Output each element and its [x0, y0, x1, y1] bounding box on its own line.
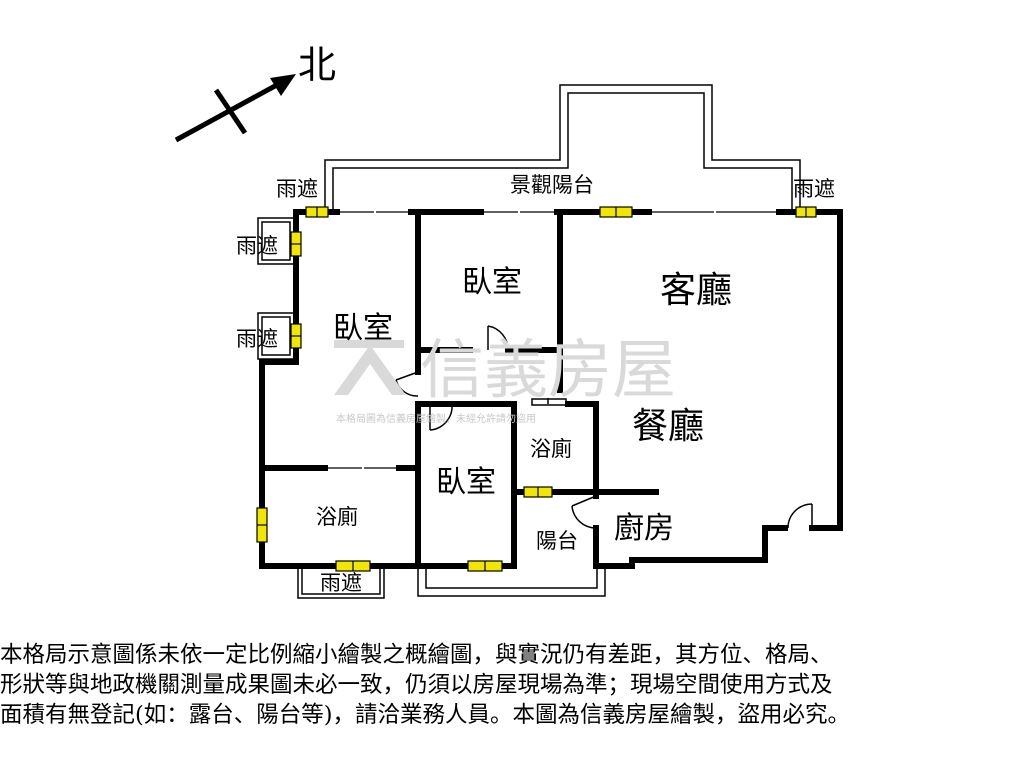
- room-label-bathroom-left: 浴廁: [316, 505, 358, 529]
- compass-arrow-head: [270, 74, 296, 96]
- watermark-brand: 信義房屋: [420, 334, 676, 408]
- room-label-balcony: 陽台: [536, 529, 578, 553]
- north-label: 北: [298, 43, 336, 87]
- disclaimer-line-2: 形狀等與地政機關測量成果圖未必一致，仍須以房屋現場為準；現場空間使用方式及: [0, 672, 833, 698]
- room-label-living-room: 客廳: [660, 270, 732, 311]
- watermark-logo-bar: [334, 340, 404, 348]
- bottom-balcony-outline: [417, 568, 606, 597]
- canopy-label-top-right: 雨遮: [793, 177, 835, 201]
- watermark-notice: 本格局圖為信義房屋繪製，未經允許請勿盜用: [336, 412, 536, 425]
- compass-cross-bar: [213, 88, 248, 135]
- scenic-balcony-outline: [324, 84, 801, 212]
- room-label-bedroom-top: 臥室: [462, 265, 522, 300]
- windows: [256, 206, 817, 572]
- disclaimer-line-1: 本格局示意圖係未依一定比例縮小繪製之概繪圖，與實況仍有差距，其方位、格局、: [0, 642, 833, 668]
- sliding-door-panels: [326, 211, 778, 469]
- room-label-bedroom-mid: 臥室: [436, 465, 496, 500]
- watermark: 信義房屋 本格局圖為信義房屋繪製，未經允許請勿盜用: [334, 334, 676, 425]
- disclaimer: 本格局示意圖係未依一定比例縮小繪製之概繪圖，與實況仍有差距，其方位、格局、 形狀…: [0, 640, 1024, 730]
- room-labels: 景觀陽台 臥室 臥室 臥室 客廳 餐廳 浴廁 浴廁 廚房 陽台: [316, 173, 732, 553]
- canopy-labels: 雨遮 雨遮 雨遮 雨遮 雨遮: [236, 177, 835, 595]
- canopy-label-bottom: 雨遮: [320, 571, 362, 595]
- disclaimer-line-3: 面積有無登記(如：露台、陽台等)，請洽業務人員。本圖為信義房屋繪製，盜用必究。: [0, 702, 851, 728]
- canopy-label-left-lower: 雨遮: [236, 327, 278, 351]
- watermark-logo-icon: [334, 345, 406, 395]
- compass: 北: [174, 43, 336, 143]
- canopy-label-left-upper: 雨遮: [236, 234, 278, 258]
- canopy-label-top-left: 雨遮: [276, 177, 318, 201]
- room-label-bedroom-left: 臥室: [333, 311, 393, 346]
- room-label-scenic-balcony: 景觀陽台: [510, 173, 594, 197]
- canopy-boxes: [257, 217, 385, 599]
- room-label-dining-room: 餐廳: [632, 406, 704, 447]
- doors: [395, 325, 813, 529]
- room-label-kitchen: 廚房: [614, 511, 674, 546]
- room-label-bathroom-right: 浴廁: [530, 437, 572, 461]
